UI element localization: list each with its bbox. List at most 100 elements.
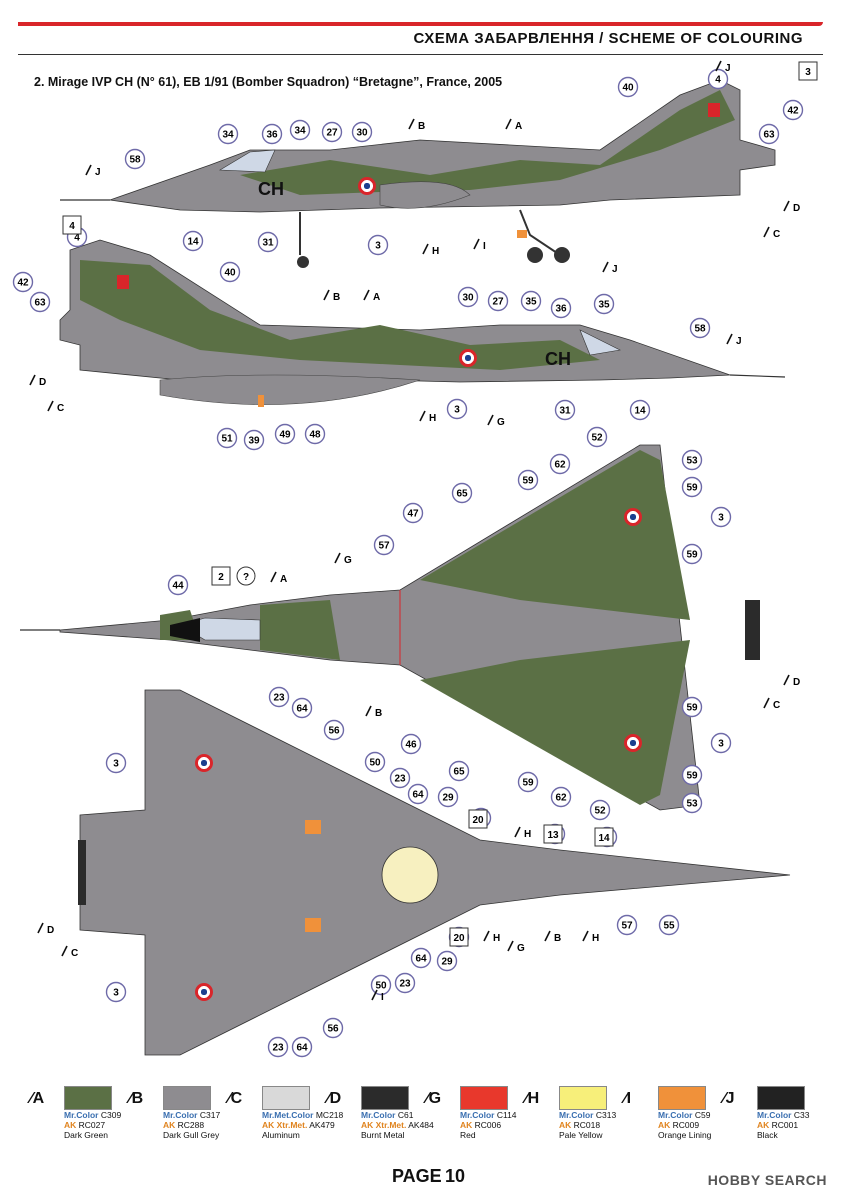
brush-mark [715,60,722,72]
legend-brand-1: Mr.Color [658,1110,693,1120]
callout-number: 30 [462,293,474,304]
brush-mark [47,400,54,412]
paint-letter: H [592,933,599,944]
callout-box-label: 2 [218,572,224,583]
callout-circle [446,398,468,420]
legend-color-name: Orange Lining [658,1130,712,1140]
legend-color-name: Aluminum [262,1130,300,1140]
legend-code-2: AK484 [406,1120,434,1130]
callout-box [449,927,469,947]
callout-number: 53 [686,456,698,467]
callout-number: 63 [763,130,775,141]
legend-code-1: C59 [692,1110,711,1120]
callout-circle [291,697,313,719]
watermark: HOBBY SEARCH [707,1172,827,1188]
callout-circle [487,290,509,312]
callout-number: 35 [598,300,610,311]
paint-letter: A [515,121,522,132]
paint-letter: J [736,336,742,347]
brush-mark [763,226,770,238]
legend-color-box [460,1086,508,1110]
paint-letter: H [524,829,531,840]
callout-number: 14 [187,237,199,248]
callout-number: 56 [328,726,340,737]
callout-number: 51 [221,434,233,445]
callout-circle [758,123,780,145]
legend-brand-2: AK Xtr.Met. [262,1120,308,1130]
callout-number: 65 [456,489,468,500]
callout-circle [681,792,703,814]
callout-number: 50 [375,981,387,992]
callout-circle [105,981,127,1003]
legend-brand-2: AK [64,1120,77,1130]
callout-circle [12,271,34,293]
callout-number: 23 [394,774,406,785]
callout-box-label: 13 [547,830,559,841]
brush-mark [85,164,92,176]
callout-circle [520,290,542,312]
legend-brand-2: AK [163,1120,176,1130]
brush-mark [61,945,68,957]
callout-number: 52 [594,806,606,817]
brush-mark [422,243,429,255]
legend-brand-2: AK [757,1120,770,1130]
legend-letter: ⁄B [129,1090,144,1107]
code-letters-right: CH [545,349,571,369]
callout-box [468,809,488,829]
callout-number: 62 [554,460,566,471]
callout-circle [689,317,711,339]
callout-number: 14 [634,406,646,417]
legend-color-name: Burnt Metal [361,1130,405,1140]
callout-circle [681,543,703,565]
callout-number: 23 [272,1043,284,1054]
brush-mark [37,922,44,934]
paint-letter: A [373,292,380,303]
callout-circle [710,732,732,754]
legend-code-2: RC006 [472,1120,502,1130]
callout-number: 3 [375,241,381,252]
callout-number: 53 [686,799,698,810]
brush-mark [783,200,790,212]
paint-letter: C [773,700,780,711]
callout-circle [29,291,51,313]
callout-circle [364,751,386,773]
callout-circle [517,771,539,793]
callout-number: 23 [399,979,411,990]
callout-number: 36 [555,304,567,315]
callout-number: 48 [309,430,321,441]
callout-box-label: 20 [472,815,484,826]
callout-circle [782,99,804,121]
brush-mark [726,333,733,345]
brush-mark [507,940,514,952]
squadron-badge-right [117,275,129,289]
callout-box [62,215,82,235]
legend-color-box [658,1086,706,1110]
roundel-top-upper [624,508,642,526]
legend-brand-1: Mr.Color [460,1110,495,1120]
aircraft-subtitle: 2. Mirage IVP CH (N° 61), EB 1/91 (Bombe… [34,75,503,89]
callout-circle [289,119,311,141]
paint-letter: H [432,246,439,257]
legend-brand-2: AK [658,1120,671,1130]
code-letters-left: CH [258,179,284,199]
callout-circle [291,1036,313,1058]
callout-number: 42 [17,278,29,289]
brush-mark [483,930,490,942]
callout-number: 57 [378,541,390,552]
legend-code-1: C309 [98,1110,122,1120]
callout-circle [451,482,473,504]
callout-circle [323,719,345,741]
callout-circle [554,399,576,421]
paint-letter: D [793,203,800,214]
legend-color-box [757,1086,805,1110]
paint-letter: G [517,943,525,954]
bomb-pod-bottom [381,846,439,904]
callout-circle [400,733,422,755]
callout-circle [322,1017,344,1039]
callout-box [211,566,231,586]
callout-box-label: 20 [453,933,465,944]
legend-code-1: C114 [494,1110,517,1120]
